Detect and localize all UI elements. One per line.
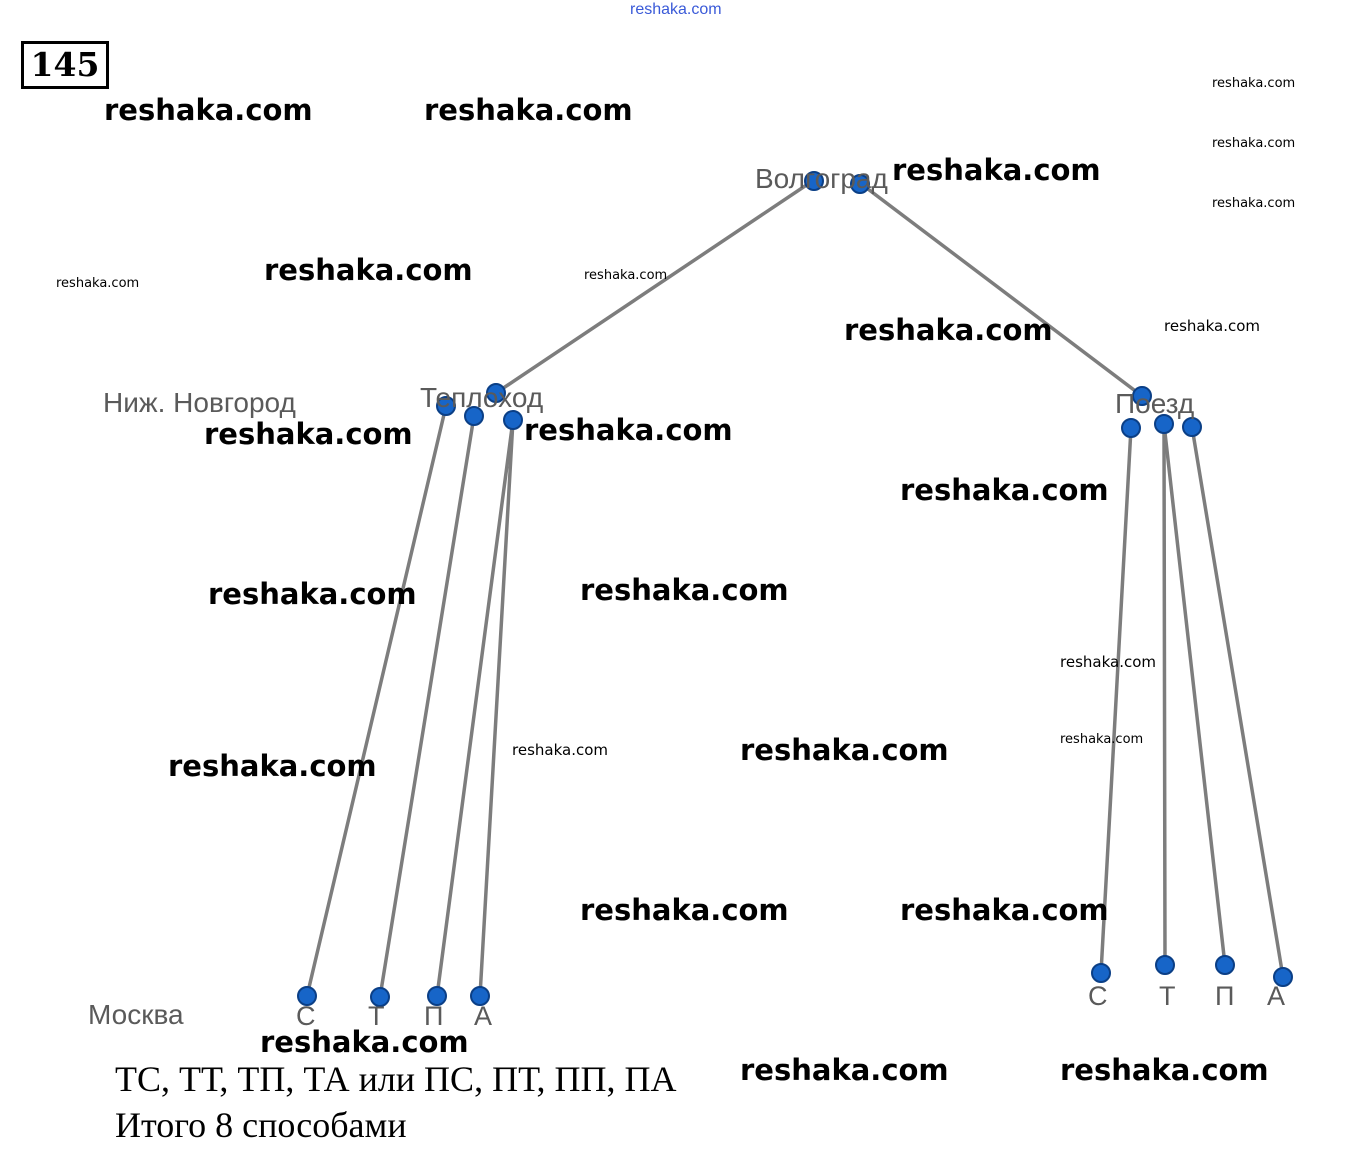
- train-node: [1182, 417, 1202, 437]
- watermark: reshaka.com: [204, 417, 413, 451]
- ship-node: [503, 410, 523, 430]
- leaf-label-right-p: П: [1215, 981, 1235, 1011]
- ship-node: [486, 383, 506, 403]
- watermark: reshaka.com: [844, 313, 1053, 347]
- edge-ship-to-leaf-p: [435, 418, 515, 998]
- watermark: reshaka.com: [104, 93, 313, 127]
- leaf-node: [1215, 955, 1235, 975]
- train-node: [1121, 418, 1141, 438]
- level-label-moskva: Москва: [88, 999, 184, 1030]
- root-node: [850, 174, 870, 194]
- train-node: [1132, 386, 1152, 406]
- branch-train-label: Поезд: [1115, 388, 1195, 419]
- watermark: reshaka.com: [1212, 196, 1296, 211]
- edge-train-to-leaf-s: [1099, 426, 1133, 975]
- edge-train-to-leaf-t: [1162, 422, 1167, 967]
- watermark: reshaka.com: [168, 749, 377, 783]
- branch-ship-label: Теплоход: [420, 382, 544, 413]
- ship-node: [464, 406, 484, 426]
- watermark: reshaka.com: [512, 741, 608, 759]
- root-node: [804, 171, 824, 191]
- edge-ship-to-leaf-t: [378, 414, 476, 999]
- leaf-label-left-a: А: [474, 1001, 493, 1031]
- watermark: reshaka.com: [424, 93, 633, 127]
- leaf-node: [427, 986, 447, 1006]
- watermark: reshaka.com: [580, 573, 789, 607]
- leaf-label-left-t: Т: [368, 1001, 385, 1031]
- watermark: reshaka.com: [740, 1053, 949, 1087]
- watermark: reshaka.com: [1060, 653, 1156, 671]
- problem-number-box: 145: [21, 41, 109, 89]
- watermark: reshaka.com: [740, 733, 949, 767]
- leaf-label-left-s: С: [296, 1001, 316, 1031]
- site-watermark-top[interactable]: reshaka.com: [630, 1, 722, 18]
- level-label-nizh-novgorod: Ниж. Новгород: [103, 387, 296, 418]
- leaf-node: [1155, 955, 1175, 975]
- edge-ship-to-leaf-a: [478, 418, 515, 998]
- watermark: reshaka.com: [208, 577, 417, 611]
- edge-ship-to-leaf-s: [305, 404, 448, 998]
- watermark: reshaka.com: [580, 893, 789, 927]
- watermark: reshaka.com: [1212, 76, 1296, 91]
- train-node: [1154, 414, 1174, 434]
- leaf-label-right-a: А: [1267, 981, 1286, 1011]
- watermark: reshaka.com: [1060, 1053, 1269, 1087]
- watermark: reshaka.com: [1060, 732, 1144, 747]
- leaf-node: [1091, 963, 1111, 983]
- edge-root-to-ship: [494, 178, 816, 395]
- edge-train-to-leaf-p: [1162, 422, 1227, 967]
- leaf-node: [1273, 967, 1293, 987]
- watermark: reshaka.com: [56, 276, 140, 291]
- edge-root-to-train: [858, 181, 1144, 398]
- watermark: reshaka.com: [892, 153, 1101, 187]
- watermark: reshaka.com: [900, 893, 1109, 927]
- leaf-label-right-t: Т: [1159, 981, 1176, 1011]
- leaf-node: [297, 986, 317, 1006]
- leaf-node: [370, 987, 390, 1007]
- leaf-label-right-s: С: [1088, 981, 1108, 1011]
- watermark: reshaka.com: [1212, 136, 1296, 151]
- answer-line-combinations: ТС, ТТ, ТП, ТА или ПС, ПТ, ПП, ПА: [115, 1059, 677, 1099]
- watermark: reshaka.com: [524, 413, 733, 447]
- watermark: reshaka.com: [900, 473, 1109, 507]
- leaf-label-left-p: П: [424, 1001, 444, 1031]
- watermark: reshaka.com: [260, 1025, 469, 1059]
- answer-line-total: Итого 8 способами: [115, 1105, 407, 1145]
- edge-train-to-leaf-a: [1190, 425, 1285, 979]
- watermark: reshaka.com: [584, 268, 668, 283]
- root-label: Волгоград: [755, 163, 888, 194]
- watermark: reshaka.com: [264, 253, 473, 287]
- leaf-node: [470, 986, 490, 1006]
- watermark: reshaka.com: [1164, 317, 1260, 335]
- ship-node: [436, 396, 456, 416]
